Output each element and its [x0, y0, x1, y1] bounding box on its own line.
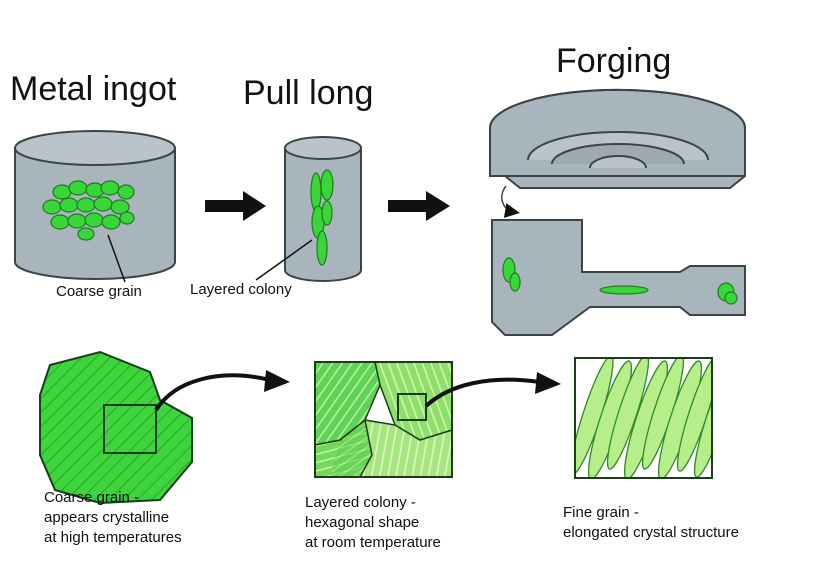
arrow-right-1	[205, 191, 266, 221]
coarse-grain-cluster	[42, 180, 135, 241]
zoom-arrow-2-head	[535, 372, 561, 394]
caption-fine-line2: elongated crystal structure	[563, 524, 739, 541]
label-coarse-grain: Coarse grain	[56, 283, 142, 300]
coarse-grain-pointer	[107, 234, 126, 283]
title-forging: Forging	[556, 42, 672, 80]
title-metal-ingot: Metal ingot	[10, 70, 177, 108]
zoom-arrow-1-head	[264, 370, 290, 392]
coarse-zoom-box	[103, 404, 157, 454]
layered-colony-pointer	[255, 239, 313, 281]
coarse-grain-detail	[39, 350, 193, 505]
zoom-arrow-2	[424, 377, 541, 408]
caption-fine-line1: Fine grain -	[563, 504, 639, 521]
forged-part	[491, 219, 746, 336]
caption-coarse-grain: Coarse grain - appears crystalline at hi…	[44, 488, 182, 548]
caption-layered-colony: Layered colony - hexagonal shape at room…	[305, 493, 441, 553]
title-pull-long: Pull long	[243, 74, 374, 112]
layered-zoom-box	[397, 393, 427, 421]
forged-part-grains	[502, 257, 738, 305]
caption-fine-grain: Fine grain - elongated crystal structure	[563, 503, 739, 543]
caption-layered-line2: hexagonal shape	[305, 514, 420, 531]
arrow-right-2	[388, 191, 450, 221]
layered-colony-detail	[314, 361, 453, 478]
zoom-arrow-1	[154, 373, 271, 412]
caption-coarse-line2: appears crystalline	[44, 509, 170, 526]
layered-colony-grains	[310, 169, 334, 266]
fine-grain-detail	[574, 357, 713, 479]
label-layered-colony: Layered colony	[190, 281, 292, 298]
caption-layered-line3: at room temperature	[305, 534, 441, 551]
caption-layered-line1: Layered colony -	[305, 494, 416, 511]
forging-flow-arrow	[501, 185, 520, 218]
caption-coarse-line3: at high temperatures	[44, 529, 182, 546]
forging-die	[489, 88, 746, 189]
caption-coarse-line1: Coarse grain -	[44, 489, 140, 506]
